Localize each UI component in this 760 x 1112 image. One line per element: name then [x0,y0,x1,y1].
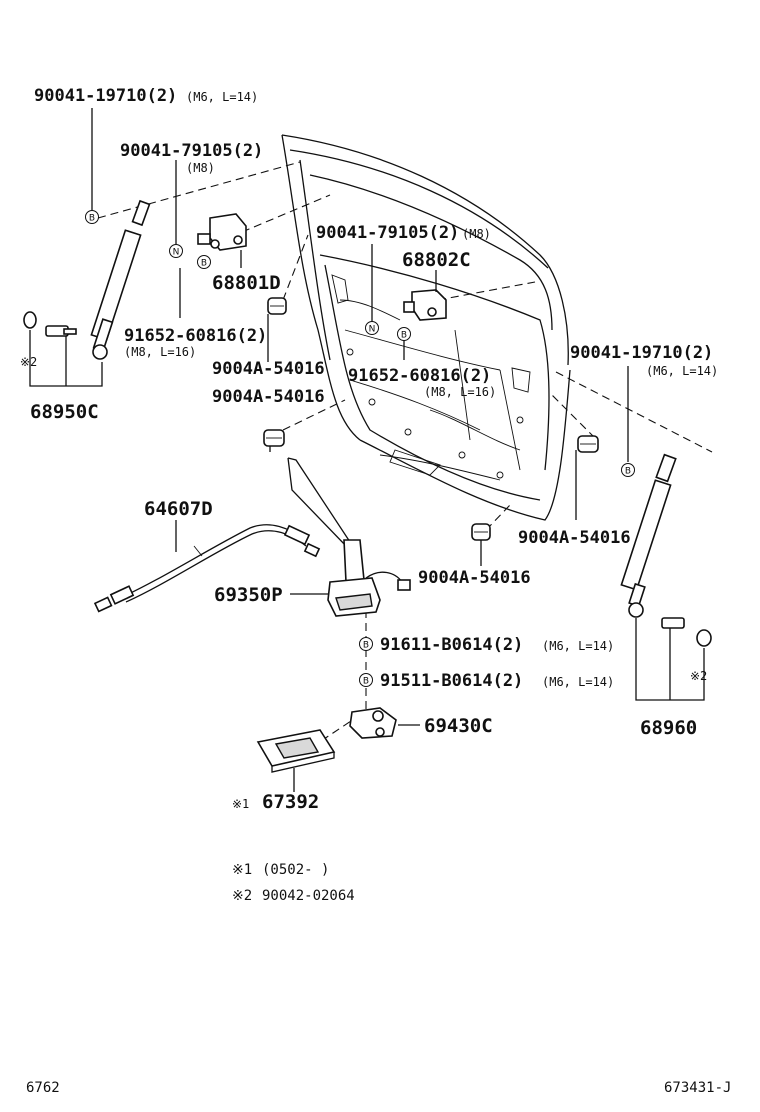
svg-text:B: B [201,259,207,269]
label-9004A-54016-a: 9004A-54016 [212,359,325,379]
label-90041-79105-left: 90041-79105(2) [120,141,263,161]
label-9004A-54016-b: 9004A-54016 [212,387,325,407]
label-68802C: 68802C [402,249,471,271]
back-door-panel [281,134,571,521]
b-marker-5: B [359,637,373,651]
label-91652-60816-left: 91652-60816(2) [124,326,267,346]
svg-text:N: N [173,248,180,258]
footnote1-text: (0502- ) [262,862,329,878]
svg-text:B: B [363,641,369,651]
label-64607D: 64607D [144,498,213,520]
label-68950C: 68950C [30,401,99,423]
label-68960: 68960 [640,717,697,739]
label-91511-B0614: 91511-B0614(2) [380,671,523,691]
label-91652-60816-center-spec: (M8, L=16) [424,385,496,399]
label-90041-19710-right-spec: (M6, L=14) [646,364,718,378]
striker-69430C [349,707,397,739]
lock-69350P [287,457,411,617]
label-note2-right: ※2 [690,669,707,683]
n-marker-2: N [365,321,379,335]
label-90041-79105-center-spec: (M8) [462,227,491,241]
strut-right [620,453,712,647]
footer-right-code: 673431-J [664,1080,731,1096]
label-91611-B0614-spec: (M6, L=14) [542,639,614,653]
b-marker-1: B [85,210,99,224]
label-91652-60816-left-spec: (M8, L=16) [124,345,196,359]
label-note1-mark: ※1 [232,797,249,811]
label-68801D: 68801D [212,272,281,294]
svg-text:B: B [363,677,369,687]
hinge-68802C [403,289,447,321]
cover-67392 [256,729,336,773]
label-69350P: 69350P [214,584,283,606]
footnote2-mark: ※2 [232,888,252,904]
label-90041-79105-left-spec: (M8) [186,161,215,175]
label-90041-19710-left-spec: (M6, L=14) [186,90,258,104]
b-marker-4: B [621,463,635,477]
b-marker-3: B [397,327,411,341]
label-91611-B0614: 91611-B0614(2) [380,635,523,655]
label-9004A-54016-d: 9004A-54016 [418,568,531,588]
cushion-d [471,523,491,541]
svg-text:B: B [625,467,631,477]
label-91652-60816-center: 91652-60816(2) [348,366,491,386]
label-90041-79105-center: 90041-79105(2) [316,223,459,243]
footnote1-mark: ※1 [232,862,252,878]
label-69430C: 69430C [424,715,493,737]
strut-left [23,199,151,360]
label-91511-B0614-spec: (M6, L=14) [542,675,614,689]
footer-left-code: 6762 [26,1080,60,1096]
svg-text:B: B [401,331,407,341]
label-note2-left: ※2 [20,355,37,369]
label-90041-19710-left: 90041-19710(2) [34,86,177,106]
leader-dashes [97,161,713,756]
footnote2-text: 90042-02064 [262,888,355,904]
label-9004A-54016-c: 9004A-54016 [518,528,631,548]
svg-text:B: B [89,214,95,224]
label-90041-19710-right: 90041-19710(2) [570,343,713,363]
svg-text:N: N [369,325,376,335]
leader-lines [29,108,705,792]
cable-64607D [93,524,321,613]
cushion-a [267,297,287,315]
b-marker-6: B [359,673,373,687]
n-marker-1: N [169,244,183,258]
hinge-68801D [197,213,247,251]
cushion-c [577,435,599,453]
cushion-b [263,429,285,447]
label-67392: 67392 [262,791,319,813]
b-marker-2: B [197,255,211,269]
